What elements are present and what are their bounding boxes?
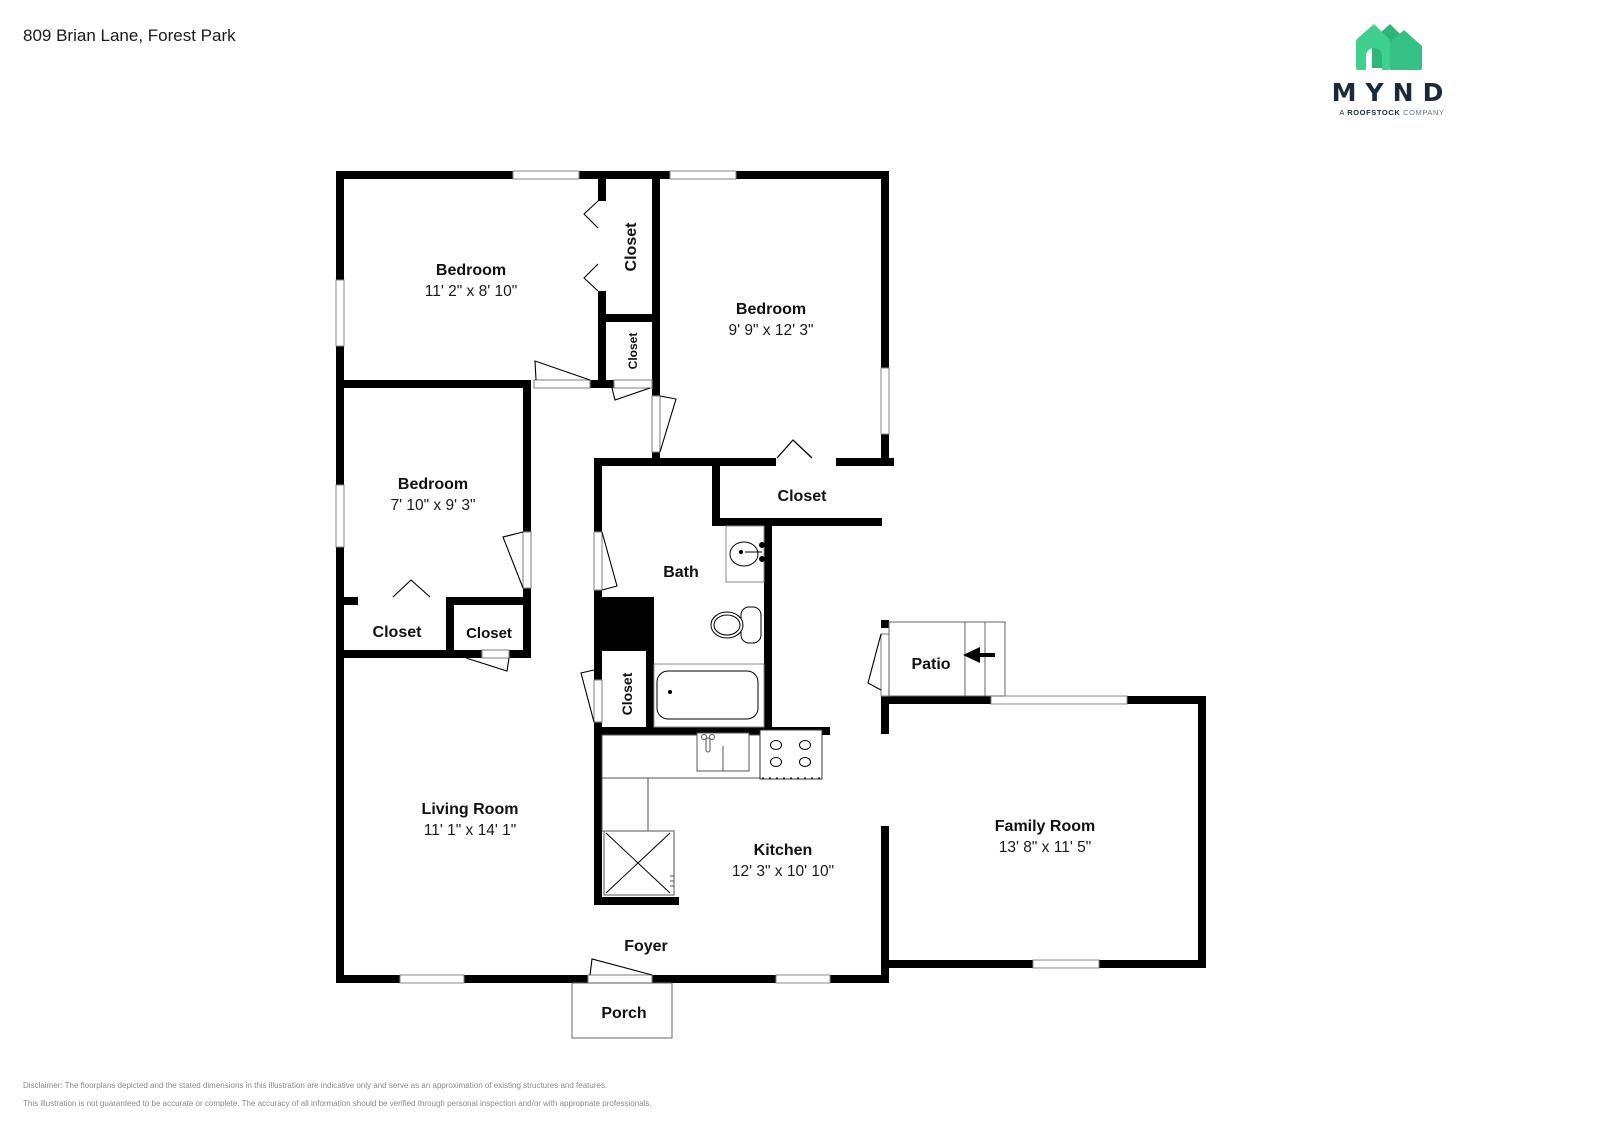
room-name: Bedroom [735,301,807,318]
space-label-bath: Bath [663,563,699,583]
doors [392,200,890,984]
space-name: Closet [777,488,827,505]
space-name: Closet [466,625,512,642]
space-label-closet-bed2: Closet [778,487,827,507]
space-name: Closet [372,624,422,641]
room-name: Kitchen [753,842,813,859]
space-label-closet-bed1-small: Closet [626,332,640,370]
arrow-left-icon [963,647,995,663]
bath-fixtures [653,525,765,728]
room-name: Bedroom [397,476,469,493]
room-name: Living Room [421,801,519,818]
room-label-bedroom-2: Bedroom 9' 9" x 12' 3" [728,300,813,342]
property-address: 809 Brian Lane, Forest Park [23,26,236,45]
mynd-logo: MYND A ROOFSTOCK COMPANY [1330,20,1460,120]
brand-tagline: A ROOFSTOCK COMPANY [1330,108,1454,117]
room-dimensions: 9' 9" x 12' 3" [728,322,814,339]
room-name: Family Room [994,818,1096,835]
space-label-porch: Porch [601,1004,646,1024]
windows [335,170,1128,984]
space-name: Patio [911,656,951,673]
room-dimensions: 12' 3" x 10' 10" [731,863,835,880]
disclaimer-line-2: This illustration is not guaranteed to b… [23,1099,652,1108]
room-dimensions: 13' 8" x 11' 5" [998,839,1092,856]
room-dimensions: 11' 1" x 14' 1" [423,822,517,839]
room-dimensions: 7' 10" x 9' 3" [390,497,476,514]
tagline-suffix: COMPANY [1400,108,1445,117]
brand-wordmark: MYND [1331,78,1453,107]
room-label-bedroom-1: Bedroom 11' 2" x 8' 10" [425,261,517,303]
space-label-closet-bed3-left: Closet [373,623,422,643]
room-name: Bedroom [435,262,507,279]
space-label-closet-bed1-tall: Closet [623,222,640,272]
room-label-living-room: Living Room 11' 1" x 14' 1" [422,800,519,842]
space-name: Porch [601,1005,647,1022]
tagline-prefix: A [1339,108,1348,117]
house-pair-icon [1356,24,1422,70]
kitchen-fixtures [601,729,823,896]
space-label-patio: Patio [911,655,950,675]
tagline-bold: ROOFSTOCK [1347,108,1401,117]
space-name: Foyer [624,938,668,955]
exterior-outlines [571,621,1006,1039]
space-label-foyer: Foyer [624,937,668,957]
room-dimensions: 11' 2" x 8' 10" [424,283,518,300]
room-label-kitchen: Kitchen 12' 3" x 10' 10" [732,841,834,883]
disclaimer-line-1: Disclaimer: The floorplans depicted and … [23,1081,608,1090]
space-name: Bath [663,564,699,581]
space-label-closet-bed3-right: Closet [466,624,512,644]
room-label-bedroom-3: Bedroom 7' 10" x 9' 3" [390,475,475,517]
room-label-family-room: Family Room 13' 8" x 11' 5" [995,817,1095,859]
space-label-closet-hall: Closet [619,672,635,716]
